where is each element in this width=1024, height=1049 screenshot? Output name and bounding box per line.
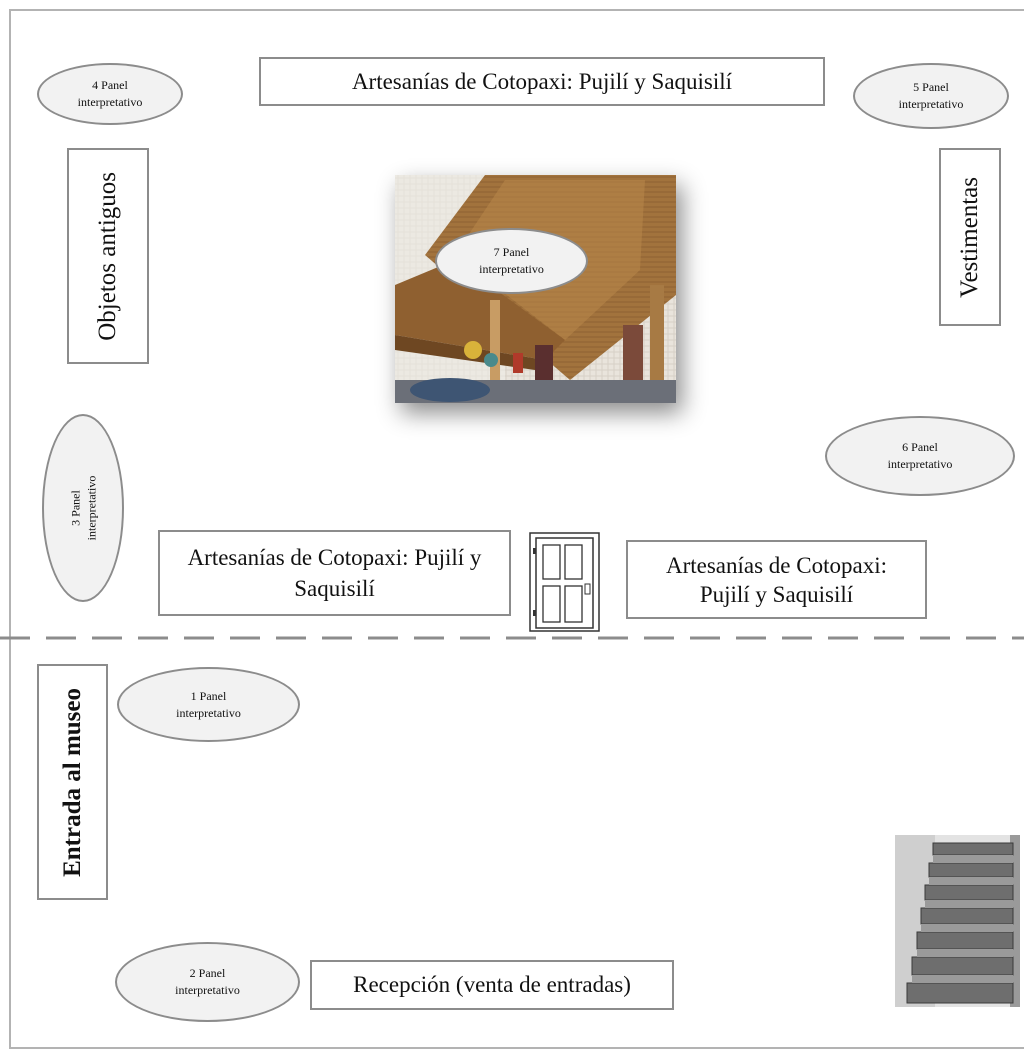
sign-artesanias-bottom-left-text: Artesanías de Cotopaxi: Pujilí y Saquisi…: [187, 545, 482, 601]
panel-4: 4 Panel interpretativo: [37, 63, 183, 125]
panel-2-number: 2 Panel: [189, 966, 226, 980]
panel-3-label: interpretativo: [83, 475, 98, 541]
panel-1: 1 Panel interpretativo: [117, 667, 300, 742]
panel-7: 7 Panel interpretativo: [435, 228, 588, 294]
stairs-photo: [895, 835, 1020, 1007]
panel-3-number: 3 Panel: [67, 490, 82, 526]
panel-3: 3 Panel interpretativo: [42, 414, 124, 602]
sign-vestimentas-text: Vestimentas: [956, 176, 983, 298]
panel-1-label: interpretativo: [176, 705, 241, 720]
sign-artesanias-bottom-left: Artesanías de Cotopaxi: Pujilí y Saquisi…: [158, 530, 511, 616]
floor-divider-dashed-line: [0, 636, 1024, 640]
panel-7-label: interpretativo: [479, 262, 544, 276]
sign-objetos-antiguos: Objetos antiguos: [67, 148, 149, 364]
panel-7-number: 7 Panel: [493, 245, 530, 259]
sign-artesanias-bottom-right: Artesanías de Cotopaxi: Pujilí y Saquisi…: [626, 540, 927, 619]
panel-6-number: 6 Panel: [902, 440, 938, 454]
door-icon: [529, 532, 600, 632]
panel-4-number: 4 Panel: [92, 78, 128, 92]
panel-5: 5 Panel interpretativo: [853, 63, 1009, 129]
sign-vestimentas: Vestimentas: [939, 148, 1001, 326]
sign-artesanias-top: Artesanías de Cotopaxi: Pujilí y Saquisi…: [259, 57, 825, 106]
panel-5-label: interpretativo: [898, 97, 964, 111]
panel-6: 6 Panel interpretativo: [825, 416, 1015, 496]
panel-2: 2 Panel interpretativo: [115, 942, 300, 1022]
sign-entrada-museo-text: Entrada al museo: [58, 687, 86, 877]
sign-entrada-museo: Entrada al museo: [37, 664, 108, 900]
panel-5-number: 5 Panel: [913, 80, 949, 94]
panel-6-label: interpretativo: [887, 457, 953, 471]
sign-artesanias-bottom-right-text: Artesanías de Cotopaxi: Pujilí y Saquisi…: [665, 552, 887, 607]
panel-4-label: interpretativo: [77, 95, 143, 109]
sign-artesanias-top-text: Artesanías de Cotopaxi: Pujilí y Saquisi…: [351, 68, 733, 94]
museum-floor-plan-frame: [9, 9, 1024, 1049]
sign-recepcion: Recepción (venta de entradas): [310, 960, 674, 1010]
panel-1-number: 1 Panel: [190, 688, 227, 703]
panel-2-label: interpretativo: [175, 983, 240, 997]
sign-objetos-antiguos-text: Objetos antiguos: [94, 171, 121, 341]
sign-recepcion-text: Recepción (venta de entradas): [353, 972, 631, 997]
